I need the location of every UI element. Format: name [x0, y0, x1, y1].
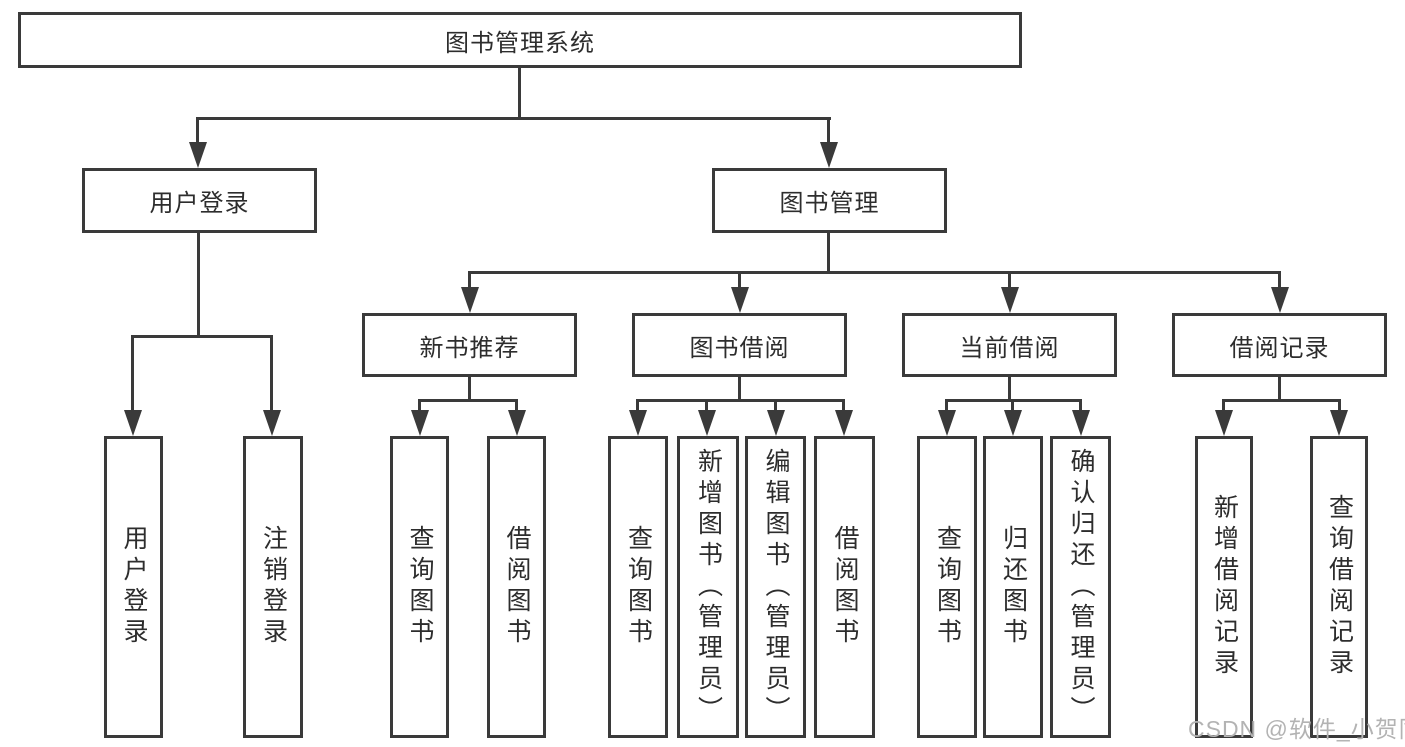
arrow-down-icon	[835, 410, 853, 436]
leaf-query-borrow-record: 查询借阅记录	[1310, 436, 1368, 738]
leaf-label: 借阅图书	[503, 525, 531, 649]
arrow-down-icon	[508, 410, 526, 436]
leaf-label: 查询图书	[933, 525, 962, 649]
leaf-add-books-admin: 新增图书（管理员）	[677, 436, 739, 738]
leaf-label: 查询图书	[624, 525, 653, 649]
connector-line	[842, 399, 845, 412]
arrow-down-icon	[1215, 410, 1233, 436]
leaf-label: 确认归还（管理员）	[1067, 447, 1095, 727]
leaf-label: 编辑图书（管理员）	[762, 447, 790, 727]
connector-line	[270, 335, 273, 413]
leaf-label: 查询图书	[406, 525, 434, 649]
connector-line	[827, 233, 830, 274]
leaf-label: 借阅图书	[831, 525, 859, 649]
connector-line	[1011, 399, 1014, 412]
connector-line	[1008, 377, 1011, 402]
arrow-down-icon	[124, 410, 142, 436]
connector-line	[738, 377, 741, 402]
arrow-down-icon	[461, 287, 479, 313]
connector-line	[468, 271, 1281, 274]
leaf-label: 新增图书（管理员）	[694, 447, 723, 727]
arrow-down-icon	[411, 410, 429, 436]
leaf-label: 查询借阅记录	[1325, 494, 1354, 680]
connector-line	[945, 399, 948, 412]
leaf-borrow-books-2: 借阅图书	[814, 436, 875, 738]
connector-line	[738, 271, 741, 289]
arrow-down-icon	[1001, 287, 1019, 313]
connector-line	[418, 399, 421, 412]
leaf-borrow-books-1: 借阅图书	[487, 436, 546, 738]
connector-line	[774, 399, 777, 412]
arrow-down-icon	[698, 410, 716, 436]
arrow-down-icon	[1271, 287, 1289, 313]
leaf-query-books-2: 查询图书	[608, 436, 668, 738]
leaf-return-books: 归还图书	[983, 436, 1043, 738]
connector-line	[1079, 399, 1082, 412]
connector-line	[1222, 399, 1225, 412]
connector-line	[468, 271, 471, 289]
connector-line	[705, 399, 708, 412]
connector-line	[1008, 271, 1011, 289]
connector-line	[827, 117, 830, 145]
connector-line	[1222, 399, 1341, 402]
connector-line	[197, 117, 831, 120]
connector-line	[1278, 271, 1281, 289]
arrow-down-icon	[767, 410, 785, 436]
arrow-down-icon	[1072, 410, 1090, 436]
arrow-down-icon	[938, 410, 956, 436]
connector-line	[636, 399, 639, 412]
arrow-down-icon	[263, 410, 281, 436]
leaf-user-login: 用户登录	[104, 436, 163, 738]
leaf-confirm-return-admin: 确认归还（管理员）	[1050, 436, 1111, 738]
leaf-label: 注销登录	[259, 525, 288, 649]
connector-line	[197, 233, 200, 337]
leaf-label: 用户登录	[120, 525, 148, 649]
arrow-down-icon	[629, 410, 647, 436]
leaf-label: 归还图书	[999, 525, 1028, 649]
connector-line	[131, 335, 134, 413]
connector-line	[131, 335, 273, 338]
arrow-down-icon	[820, 142, 838, 168]
node-root: 图书管理系统	[18, 12, 1022, 68]
arrow-down-icon	[731, 287, 749, 313]
connector-line	[518, 68, 521, 120]
csdn-watermark: CSDN @软件_小贺同学	[1188, 716, 1405, 742]
connector-line	[636, 399, 845, 402]
leaf-add-borrow-record: 新增借阅记录	[1195, 436, 1253, 738]
connector-line	[1278, 377, 1281, 402]
node-new-book-recommend: 新书推荐	[362, 313, 577, 377]
connector-line	[468, 377, 471, 402]
arrow-down-icon	[189, 142, 207, 168]
node-borrowing-records: 借阅记录	[1172, 313, 1387, 377]
connector-line	[1338, 399, 1341, 412]
leaf-query-books-1: 查询图书	[390, 436, 449, 738]
node-user-login: 用户登录	[82, 168, 317, 233]
leaf-label: 新增借阅记录	[1210, 494, 1239, 680]
leaf-edit-books-admin: 编辑图书（管理员）	[745, 436, 806, 738]
node-book-management: 图书管理	[712, 168, 947, 233]
connector-line	[418, 399, 518, 402]
leaf-query-books-3: 查询图书	[917, 436, 977, 738]
arrow-down-icon	[1330, 410, 1348, 436]
connector-line	[196, 117, 199, 145]
connector-line	[515, 399, 518, 412]
leaf-logout: 注销登录	[243, 436, 303, 738]
arrow-down-icon	[1004, 410, 1022, 436]
node-current-borrowing: 当前借阅	[902, 313, 1117, 377]
node-book-borrowing: 图书借阅	[632, 313, 847, 377]
